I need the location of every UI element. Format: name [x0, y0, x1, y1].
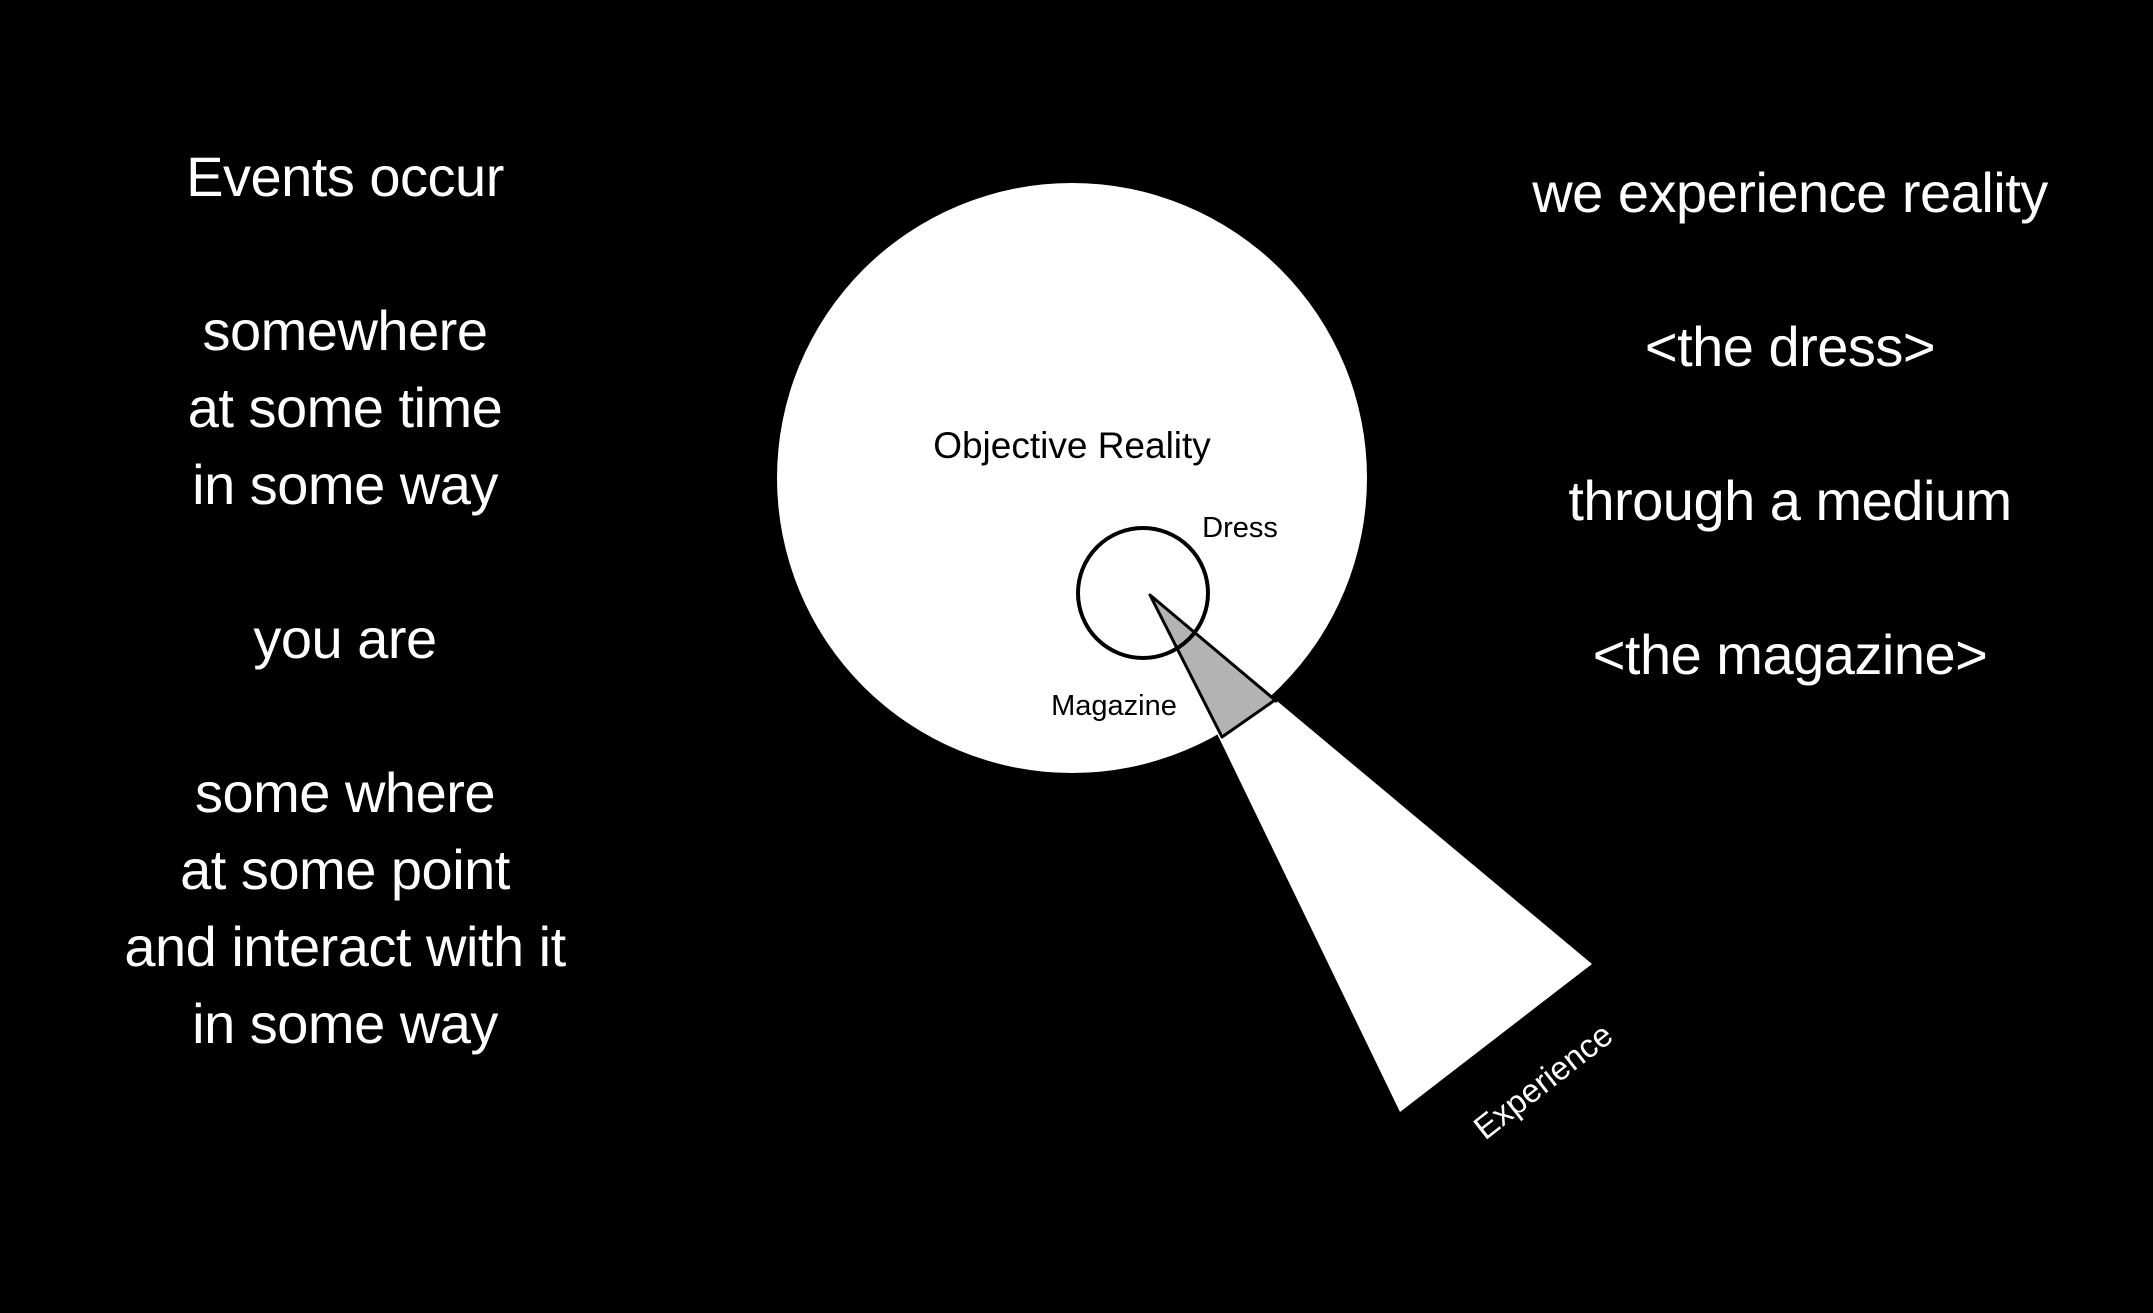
- text-line: you are: [253, 607, 437, 670]
- left-text-block: Events occur somewhere at some time in s…: [40, 138, 650, 1062]
- right-text-block: we experience reality <the dress> throug…: [1460, 154, 2120, 693]
- text-line: Events occur: [186, 145, 504, 208]
- experience-cone: [1150, 595, 1592, 1112]
- text-line: somewhere: [202, 299, 488, 362]
- text-line: through a medium: [1568, 469, 2012, 532]
- dress-circle: [1076, 526, 1210, 660]
- text-line: in some way: [192, 992, 498, 1055]
- text-line: at some point: [180, 838, 510, 901]
- text-line: in some way: [192, 453, 498, 516]
- dress-label: Dress: [1202, 512, 1278, 544]
- text-line: <the magazine>: [1592, 623, 1988, 686]
- objective-reality-label: Objective Reality: [933, 425, 1211, 466]
- text-line: <the dress>: [1644, 315, 1936, 378]
- text-line: and interact with it: [124, 915, 566, 978]
- magazine-label: Magazine: [1051, 690, 1177, 722]
- cone-edge-line: [1273, 698, 1279, 704]
- medium-wedge: [1148, 593, 1277, 739]
- objective-reality-circle: [777, 183, 1367, 773]
- text-line: at some time: [187, 376, 503, 439]
- text-line: some where: [194, 761, 496, 824]
- text-line: we experience reality: [1532, 161, 2048, 224]
